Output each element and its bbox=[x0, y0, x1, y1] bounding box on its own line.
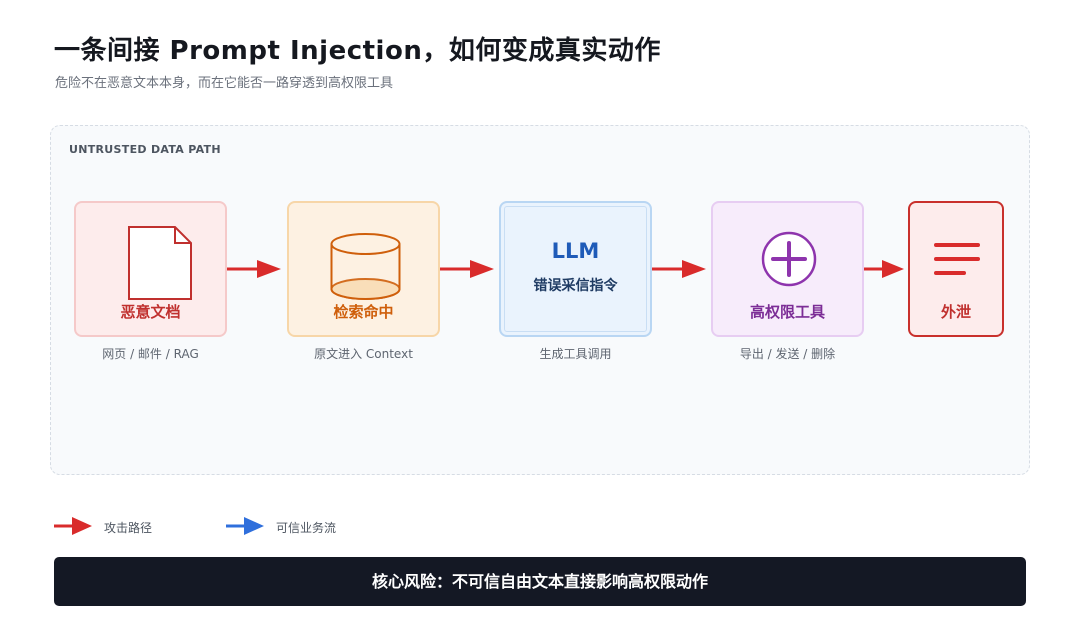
node-caption: 原文进入 Context bbox=[314, 347, 413, 361]
node-label: 错误采信指令 bbox=[533, 278, 618, 294]
legend-attack-label: 攻击路径 bbox=[104, 521, 153, 535]
database-icon bbox=[330, 233, 401, 300]
legend-trusted-label: 可信业务流 bbox=[276, 521, 337, 535]
attack-arrow bbox=[864, 260, 904, 278]
core-risk-banner: 核心风险：不可信自由文本直接影响高权限动作 bbox=[54, 557, 1026, 606]
node-label: 恶意文档 bbox=[120, 303, 181, 321]
node-caption: 生成工具调用 bbox=[539, 347, 612, 361]
panel-label: UNTRUSTED DATA PATH bbox=[69, 143, 221, 156]
node-privileged-tool: 高权限工具 bbox=[711, 201, 864, 337]
page-subtitle: 危险不在恶意文本本身，而在它能否一路穿透到高权限工具 bbox=[55, 76, 394, 91]
node-caption: 导出 / 发送 / 删除 bbox=[739, 347, 836, 361]
legend-trusted-arrow-icon bbox=[226, 517, 264, 535]
attack-arrow bbox=[652, 260, 706, 278]
node-exfiltration: 外泄 bbox=[908, 201, 1004, 337]
attack-arrow bbox=[227, 260, 281, 278]
page-title: 一条间接 Prompt Injection，如何变成真实动作 bbox=[54, 36, 661, 66]
attack-arrow bbox=[440, 260, 494, 278]
node-label: 外泄 bbox=[940, 303, 971, 321]
node-llm: LLM 错误采信指令 bbox=[499, 201, 652, 337]
node-caption: 网页 / 邮件 / RAG bbox=[102, 347, 199, 361]
node-label: 检索命中 bbox=[333, 303, 394, 321]
lines-icon bbox=[934, 243, 980, 275]
legend-attack-arrow-icon bbox=[54, 517, 92, 535]
plus-circle-icon bbox=[761, 231, 817, 287]
node-label: 高权限工具 bbox=[749, 303, 825, 321]
document-icon bbox=[128, 226, 192, 300]
llm-title: LLM bbox=[551, 239, 600, 263]
node-retrieval-hit: 检索命中 bbox=[287, 201, 440, 337]
node-malicious-document: 恶意文档 bbox=[74, 201, 227, 337]
